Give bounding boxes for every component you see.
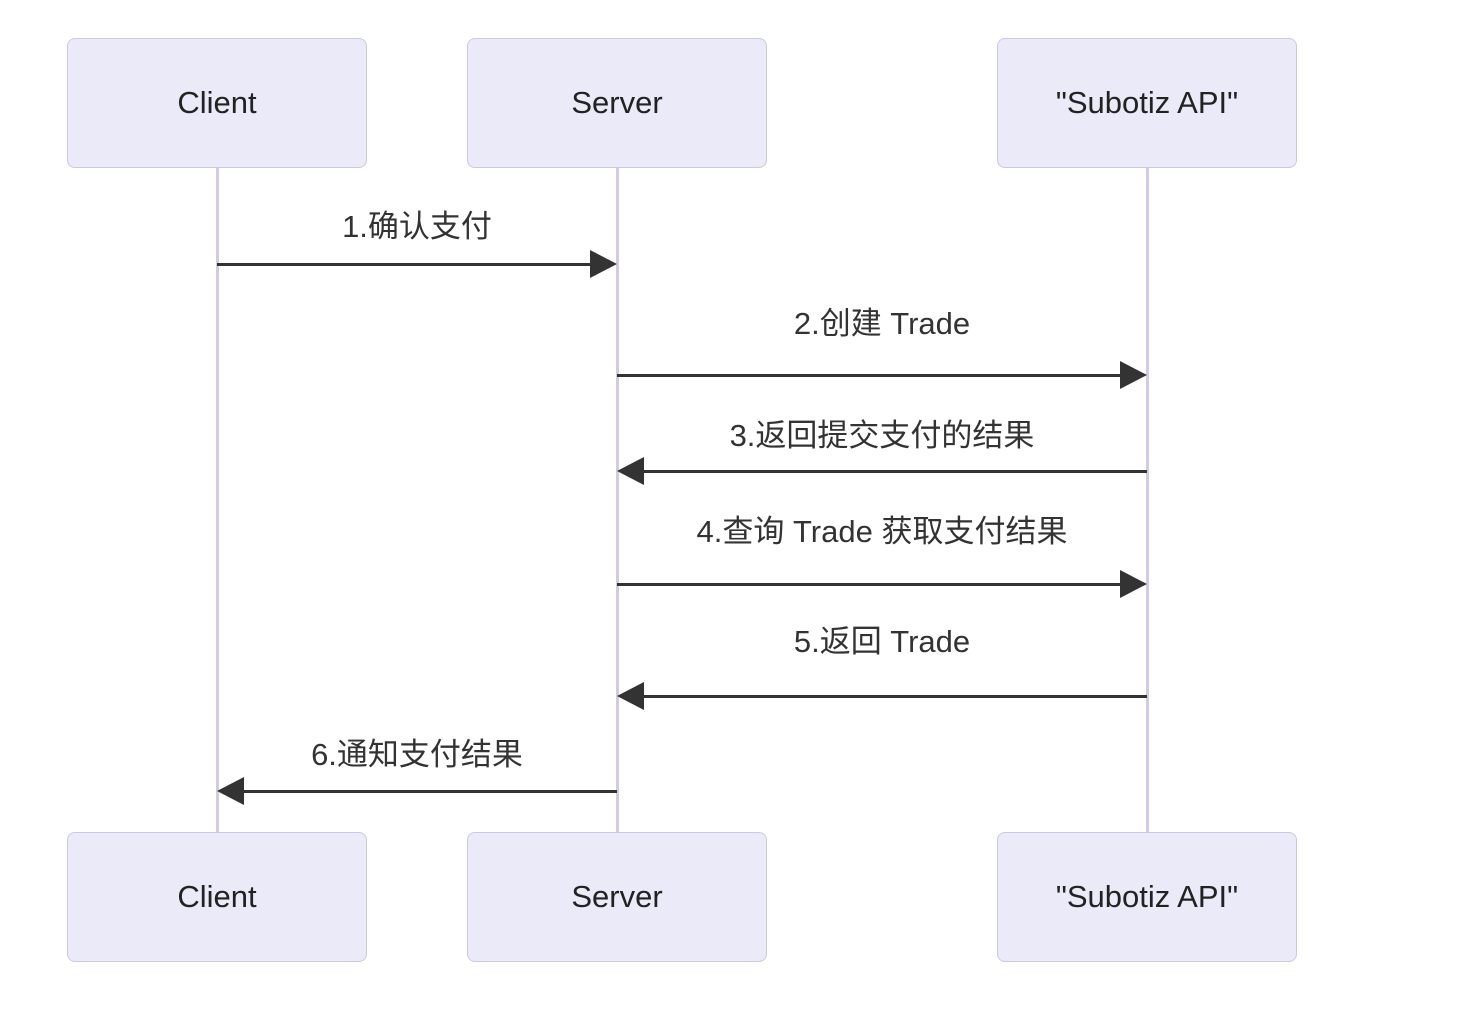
message-arrow-5 xyxy=(617,682,1147,710)
lifeline-server xyxy=(615,167,619,832)
message-arrow-6 xyxy=(217,777,617,805)
actor-client-top: Client xyxy=(67,38,367,168)
arrow-shaft xyxy=(617,582,1129,586)
actor-label-server: Server xyxy=(571,85,663,120)
message-label-3: 3.返回提交支付的结果 xyxy=(729,418,1035,453)
message-arrow-3 xyxy=(617,457,1147,485)
arrow-shaft xyxy=(617,373,1129,377)
arrowhead-right-icon xyxy=(1120,361,1147,389)
arrowhead-right-icon xyxy=(590,250,617,278)
lifeline-subotiz-api xyxy=(1145,167,1149,832)
actor-label-subotiz-api: "Subotiz API" xyxy=(1055,879,1239,914)
actor-label-server: Server xyxy=(571,879,663,914)
arrow-shaft xyxy=(235,789,617,793)
message-label-2: 2.创建 Trade xyxy=(793,306,971,341)
actor-client-bottom: Client xyxy=(67,832,367,962)
lifeline-client xyxy=(215,167,219,832)
arrow-shaft xyxy=(217,262,599,266)
message-label-4: 4.查询 Trade 获取支付结果 xyxy=(696,514,1068,549)
actor-label-subotiz-api: "Subotiz API" xyxy=(1055,85,1239,120)
message-label-5: 5.返回 Trade xyxy=(793,624,971,659)
actor-server-bottom: Server xyxy=(467,832,767,962)
actor-label-client: Client xyxy=(177,879,257,914)
arrowhead-left-icon xyxy=(217,777,244,805)
actor-subotiz-api-bottom: "Subotiz API" xyxy=(997,832,1297,962)
arrow-shaft xyxy=(635,469,1147,473)
actor-subotiz-api-top: "Subotiz API" xyxy=(997,38,1297,168)
message-arrow-4 xyxy=(617,570,1147,598)
arrowhead-right-icon xyxy=(1120,570,1147,598)
arrowhead-left-icon xyxy=(617,457,644,485)
arrow-shaft xyxy=(635,694,1147,698)
message-arrow-1 xyxy=(217,250,617,278)
message-arrow-2 xyxy=(617,361,1147,389)
actor-server-top: Server xyxy=(467,38,767,168)
message-label-1: 1.确认支付 xyxy=(342,209,492,244)
actor-label-client: Client xyxy=(177,85,257,120)
message-label-6: 6.通知支付结果 xyxy=(311,737,523,772)
arrowhead-left-icon xyxy=(617,682,644,710)
